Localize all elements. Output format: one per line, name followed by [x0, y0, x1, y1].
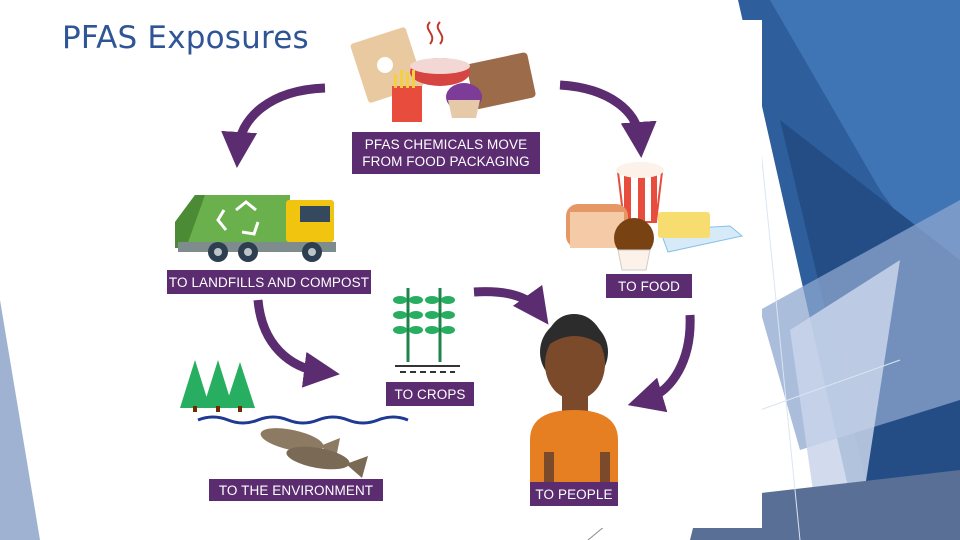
garbage-truck-icon: [175, 195, 336, 262]
label-packaging: PFAS CHEMICALS MOVE FROM FOOD PACKAGING: [352, 132, 540, 174]
arrow-packaging-to-food: [559, 80, 657, 158]
arrow-landfills-to-environment: [253, 299, 340, 388]
label-food: TO FOOD: [606, 274, 692, 298]
slide-title: PFAS Exposures: [62, 20, 309, 56]
crops-icon: [393, 288, 460, 373]
label-people: TO PEOPLE: [530, 482, 618, 506]
trees-icon: [180, 360, 409, 425]
person-icon: [530, 314, 618, 484]
label-crops: TO CROPS: [386, 382, 474, 406]
label-landfills: TO LANDFILLS AND COMPOST: [167, 270, 371, 294]
food-packaging-icon: [350, 21, 536, 122]
fish-icon: [260, 428, 368, 478]
label-environment: TO THE ENVIRONMENT: [209, 479, 383, 501]
arrow-crops-to-people: [473, 284, 549, 325]
food-icon: [566, 162, 744, 271]
arrow-food-to-people: [627, 314, 695, 413]
recycle-icon: [216, 200, 260, 236]
arrow-packaging-to-landfills: [221, 83, 326, 168]
